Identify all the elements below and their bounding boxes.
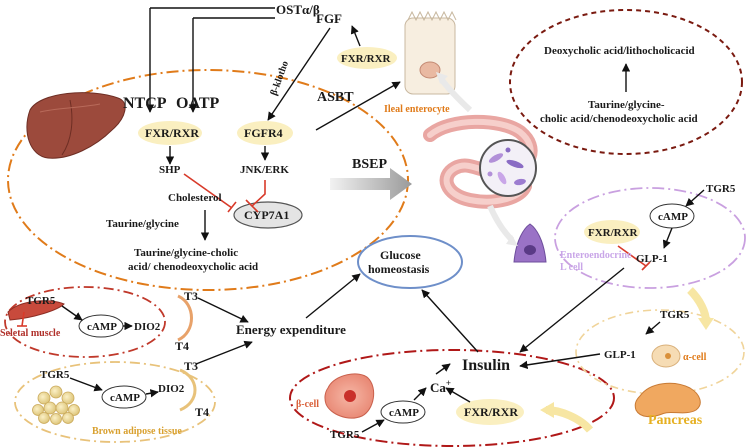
ost-alpha-beta-label: OSTα/β	[276, 2, 320, 17]
camp-bat-label: cAMP	[110, 392, 140, 404]
brown-adipose-tissue-label: Brown adipose tissue	[92, 426, 182, 437]
fxr-rxr-beta-label: FXR/RXR	[464, 405, 518, 419]
t3-muscle-label: T3	[184, 289, 198, 303]
fxr-rxr-l-cell-label: FXR/RXR	[588, 227, 639, 239]
fgf-label: FGF	[316, 11, 342, 26]
conjugated-acids-line2: acid/ chenodeoxycholic acid	[128, 261, 258, 273]
glucose-label: Glucose	[380, 248, 421, 262]
fgfr4-label: FGFR4	[244, 126, 283, 140]
adipose-icon	[32, 385, 80, 425]
enterocyte-icon	[404, 10, 457, 95]
tgr5-l-cell-label: TGR5	[706, 183, 736, 195]
ileal-enterocyte-label: Ileal enterocyte	[384, 104, 450, 115]
dio2-bat-label: DIO2	[158, 383, 185, 395]
beta-cell-region-boundary	[289, 349, 615, 447]
skeletal-muscle-label: Seletal muscle	[0, 328, 61, 339]
fxr-rxr-beta-pill	[456, 399, 524, 425]
shp-label: SHP	[159, 164, 181, 176]
alpha-cell-icon	[651, 344, 681, 368]
liver-icon	[26, 92, 126, 159]
tgr5-beta-label: TGR5	[330, 429, 360, 441]
camp-l-cell-label: cAMP	[658, 211, 688, 223]
homeostasis-label: homeostasis	[368, 262, 430, 276]
camp-beta-pill	[380, 400, 426, 424]
ntcp-label: NTCP	[123, 95, 167, 112]
pancreas-icon	[634, 382, 701, 418]
cyp7a1-label: CYP7A1	[244, 208, 289, 222]
taurine-glycine-label: Taurine/glycine	[106, 218, 179, 230]
camp-beta-label: cAMP	[389, 407, 419, 419]
muscle-region-boundary	[4, 286, 166, 358]
beta-cell-icon	[324, 373, 375, 419]
t3-bat-label: T3	[184, 359, 198, 373]
muscle-t4-to-t3-curve	[177, 294, 193, 342]
l-cell-region-boundary	[554, 187, 746, 289]
bat-region-boundary	[14, 361, 216, 443]
alpha-cell-label: α-cell	[683, 352, 707, 363]
t4-muscle-label: T4	[175, 339, 189, 353]
inhibition-connectors	[17, 173, 651, 327]
fxr-rxr-top-label: FXR/RXR	[341, 53, 392, 65]
l-cell-label: L cell	[560, 262, 583, 273]
cyp7a1-pill	[233, 201, 303, 229]
tgr5-alpha-label: TGR5	[660, 309, 690, 321]
camp-muscle-label: cAMP	[87, 321, 117, 333]
cholesterol-label: Cholesterol	[168, 192, 222, 204]
glp1-alpha-label: GLP-1	[604, 349, 636, 361]
bsep-label: BSEP	[352, 157, 387, 172]
beta-cell-label: β-cell	[296, 399, 319, 410]
liver-region-boundary	[7, 69, 409, 291]
bacteria-icon	[479, 139, 537, 197]
taurine-glycine-cholic-line1: Taurine/glycine-	[588, 99, 665, 111]
fxr-rxr-liver-pill	[138, 121, 202, 145]
tgr5-bat-label: TGR5	[40, 369, 70, 381]
glucose-homeostasis-box	[357, 235, 463, 289]
tgr5-muscle-label: TGR5	[26, 295, 56, 307]
bile-flow-arrow-icon	[330, 72, 714, 433]
fgfr4-pill	[237, 121, 293, 145]
asbt-label: ASBT	[317, 90, 354, 105]
oatp-label: OATP	[176, 95, 219, 112]
l-cell-icon	[513, 223, 547, 263]
connectors	[61, 7, 705, 433]
energy-expenditure-label: Energy expenditure	[236, 322, 346, 337]
dio2-muscle-label: DIO2	[134, 321, 161, 333]
secondary-bile-acids-label: Deoxycholic acid/lithocholicacid	[544, 45, 695, 57]
t4-bat-label: T4	[195, 405, 209, 419]
enteroendocrine-label: Enteroendocrine	[560, 250, 632, 261]
taurine-glycine-cholic-line2: cholic acid/chenodeoxycholic acid	[540, 113, 698, 125]
calcium-superscript: +	[446, 378, 451, 388]
gut-bile-acid-boundary	[509, 9, 743, 155]
fxr-rxr-top-pill	[337, 47, 397, 69]
jnk-erk-label: JNK/ERK	[240, 164, 289, 176]
fxr-rxr-l-pill	[584, 220, 640, 244]
insulin-label: Insulin	[462, 357, 510, 374]
alpha-cell-region-boundary	[575, 309, 745, 395]
pancreas-label: Pancreas	[648, 413, 703, 428]
conjugated-acids-line1: Taurine/glycine-cholic	[134, 247, 238, 259]
calcium-text: Ca	[430, 380, 446, 395]
bat-t4-to-t3-curve	[179, 368, 197, 412]
glp1-l-cell-label: GLP-1	[636, 253, 668, 265]
camp-bat-pill	[101, 385, 147, 409]
fxr-rxr-liver-label: FXR/RXR	[145, 126, 199, 140]
calcium-label: Ca+	[430, 378, 451, 395]
